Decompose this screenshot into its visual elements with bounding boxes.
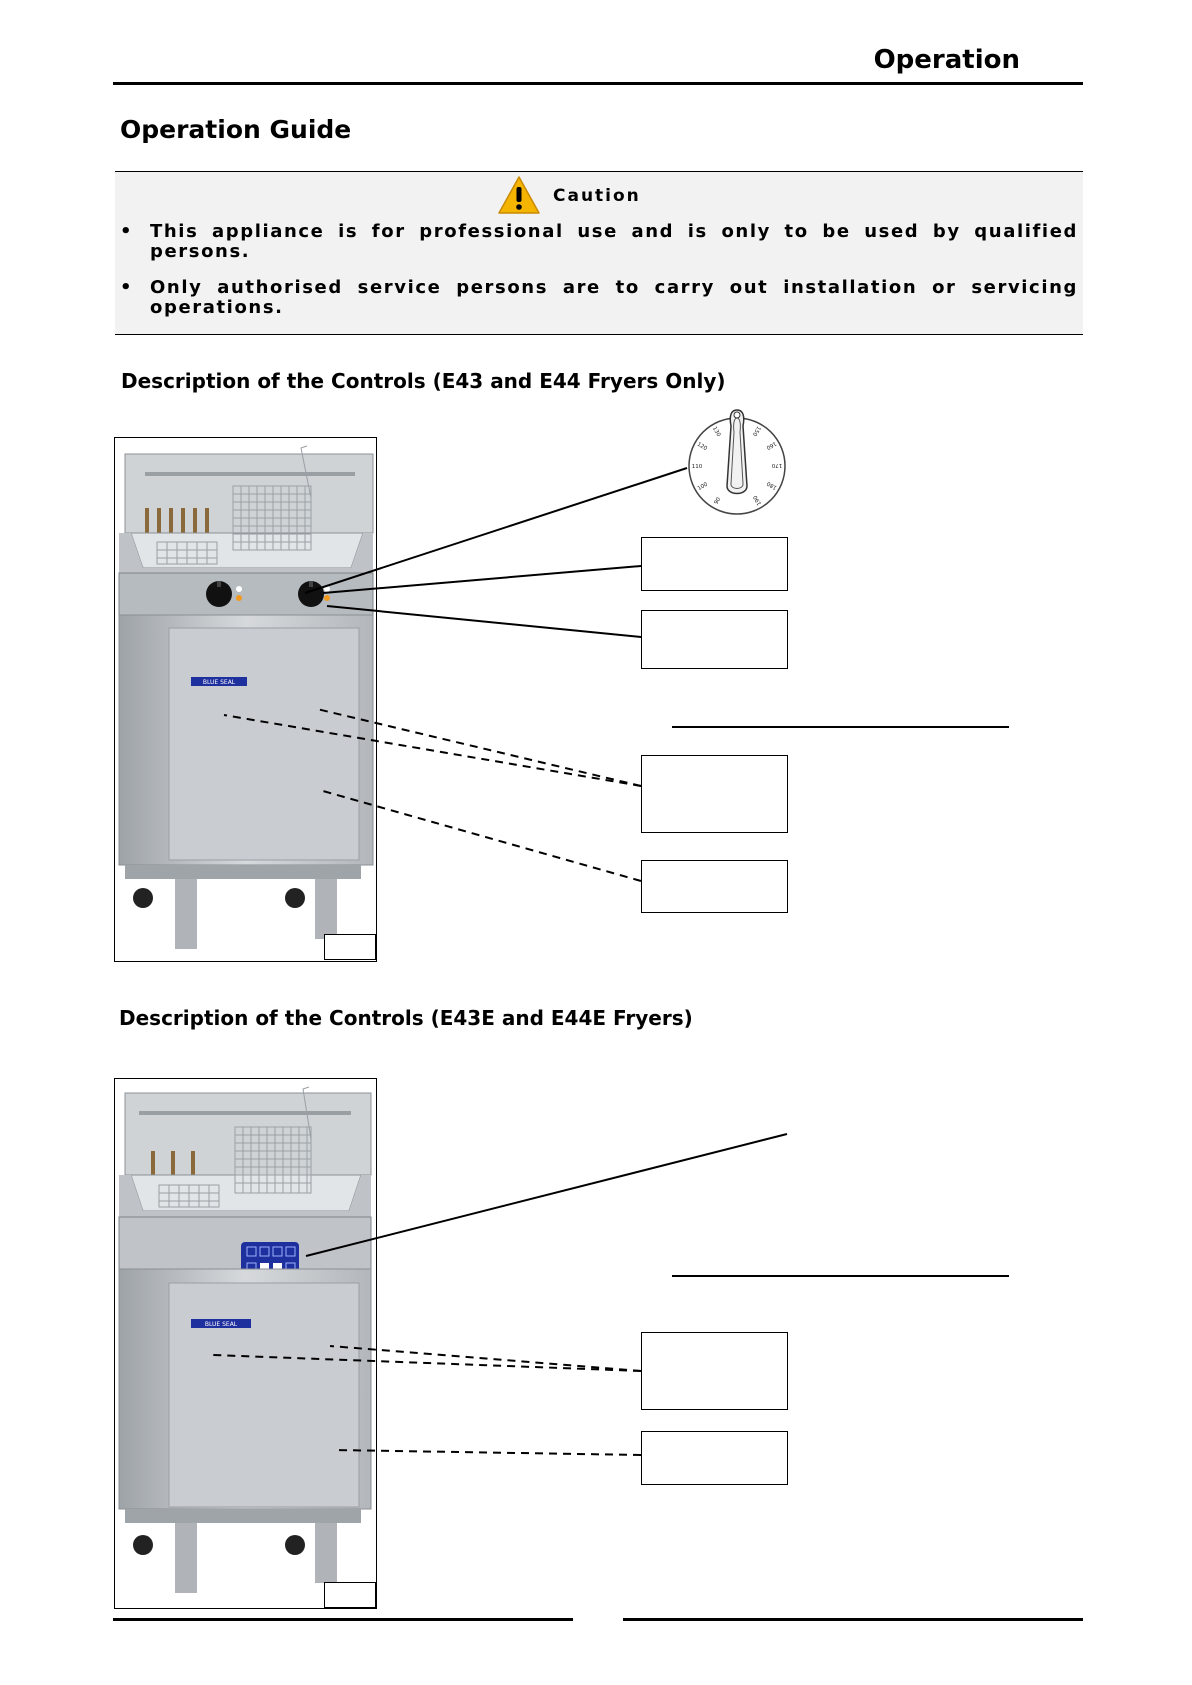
- footer-divider-right: [623, 1618, 1083, 1621]
- label-box-door: [641, 1332, 788, 1410]
- warning-triangle-icon: [498, 176, 540, 214]
- section-title-controls-e43e-e44e: Description of the Controls (E43E and E4…: [119, 1006, 693, 1030]
- fryer-drawing: BLUE SEAL: [118, 1086, 372, 1593]
- footer-divider-left: [113, 1618, 573, 1621]
- dial-scale-mark: 160: [765, 440, 778, 451]
- dial-scale-mark: 150: [751, 425, 762, 438]
- dial-scale-mark: 110: [692, 464, 703, 470]
- fryer-illustration-e43e-e44e: BLUE SEAL: [114, 1078, 377, 1609]
- leader-line-cabinet: [333, 1449, 642, 1456]
- dial-scale-mark: 130: [711, 426, 722, 439]
- thermostat-dial-illustration: 90100110120130140150160170180190: [688, 409, 786, 515]
- label-box-thermostat: [641, 537, 788, 591]
- fryer-drawing: BLUE SEAL: [118, 445, 374, 949]
- figure-tag: [324, 1582, 376, 1608]
- brand-badge: BLUE SEAL: [205, 1321, 238, 1328]
- dial-scale-mark: 90: [714, 496, 723, 505]
- label-box-indicator: [641, 610, 788, 669]
- caution-bullet-professional-use: This appliance is for professional use a…: [120, 222, 1078, 262]
- brand-badge: BLUE SEAL: [203, 679, 236, 686]
- label-box-cabinet: [641, 860, 788, 913]
- dial-scale-mark: 120: [696, 442, 709, 453]
- label-box-door: [641, 755, 788, 833]
- leader-line-touch-panel: [305, 1133, 788, 1257]
- dial-scale-mark: 180: [766, 480, 779, 491]
- page-header-title: Operation: [873, 45, 1020, 75]
- caution-list-item: Only authorised service persons are to c…: [120, 278, 1078, 318]
- page-title: Operation Guide: [120, 115, 352, 144]
- label-box-cabinet: [641, 1431, 788, 1485]
- dial-scale-mark: 100: [697, 481, 710, 492]
- section-title-controls-e43-e44: Description of the Controls (E43 and E44…: [121, 369, 726, 393]
- caution-list-item: This appliance is for professional use a…: [120, 222, 1078, 262]
- figure-tag: [324, 934, 376, 960]
- dial-scale-mark: 170: [771, 462, 782, 468]
- caution-label: Caution: [553, 186, 641, 206]
- fryer-illustration-e43-e44: BLUE SEAL: [114, 437, 377, 962]
- dial-scale-mark: 190: [752, 494, 763, 507]
- caution-bullet-authorised-service: Only authorised service persons are to c…: [120, 278, 1078, 318]
- header-divider: [113, 82, 1083, 85]
